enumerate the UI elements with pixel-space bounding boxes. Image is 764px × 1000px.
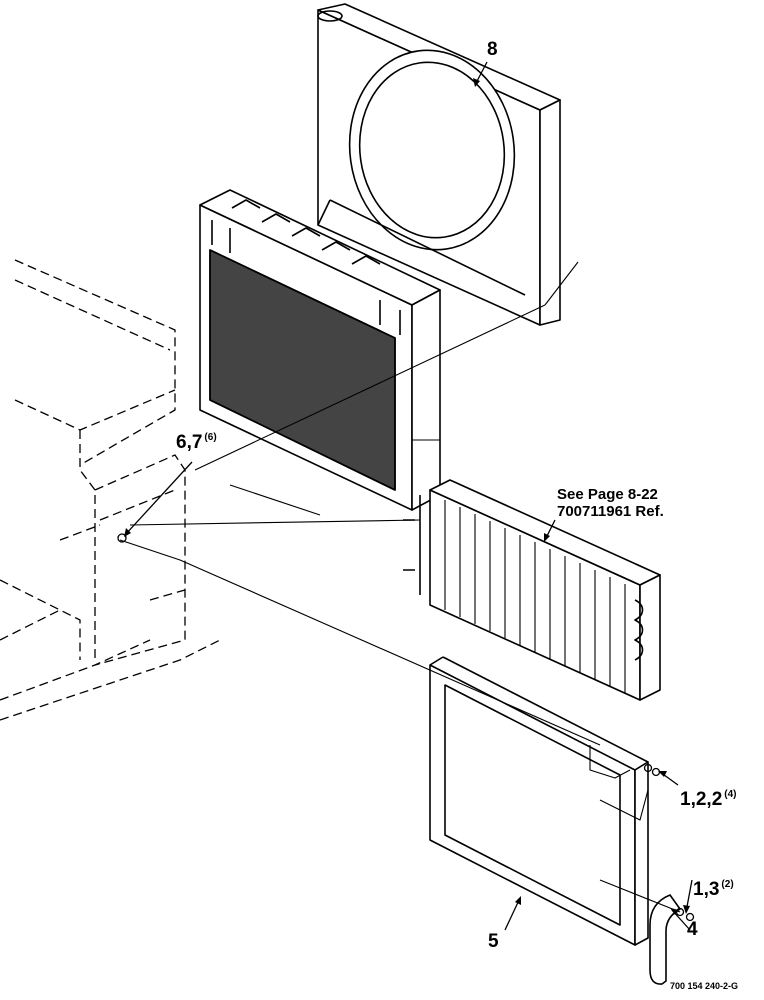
radiator [199,189,441,511]
alignment-lines [119,261,681,913]
arrow-heads [124,78,690,915]
callout-bolt-set-1-qty: (6) [204,432,217,443]
mounting-bracket [649,894,681,985]
callout-bolt-set-2-qty: (4) [724,789,737,800]
condenser [403,479,661,701]
reference-line-1: See Page 8-22 [557,486,658,503]
callout-bolt-set-3-parts: 1,3 [693,879,720,900]
callout-bolt-set-3: 1,3(2) [693,879,734,900]
callout-frame: 5 [488,931,499,952]
callout-bolt-set-3-qty: (2) [721,879,734,890]
callout-bolt-set-1: 6,7(6) [176,432,217,453]
reference-line-2: 700711961 Ref. [557,503,664,521]
condenser-frame [429,656,649,946]
fan-shroud [317,3,561,326]
machine-frame-phantom [0,259,221,721]
callout-bracket: 4 [687,919,698,940]
callout-bolt-set-1-parts: 6,7 [176,432,203,453]
figure-number: 700 154 240-2-G [670,981,739,991]
reference-note: See Page 8-22 700711961 Ref. [557,486,664,521]
callout-bolt-set-2: 1,2,2(4) [680,789,737,810]
callout-bolt-set-2-parts: 1,2,2 [680,789,723,810]
callout-fan-shroud: 8 [487,39,498,60]
